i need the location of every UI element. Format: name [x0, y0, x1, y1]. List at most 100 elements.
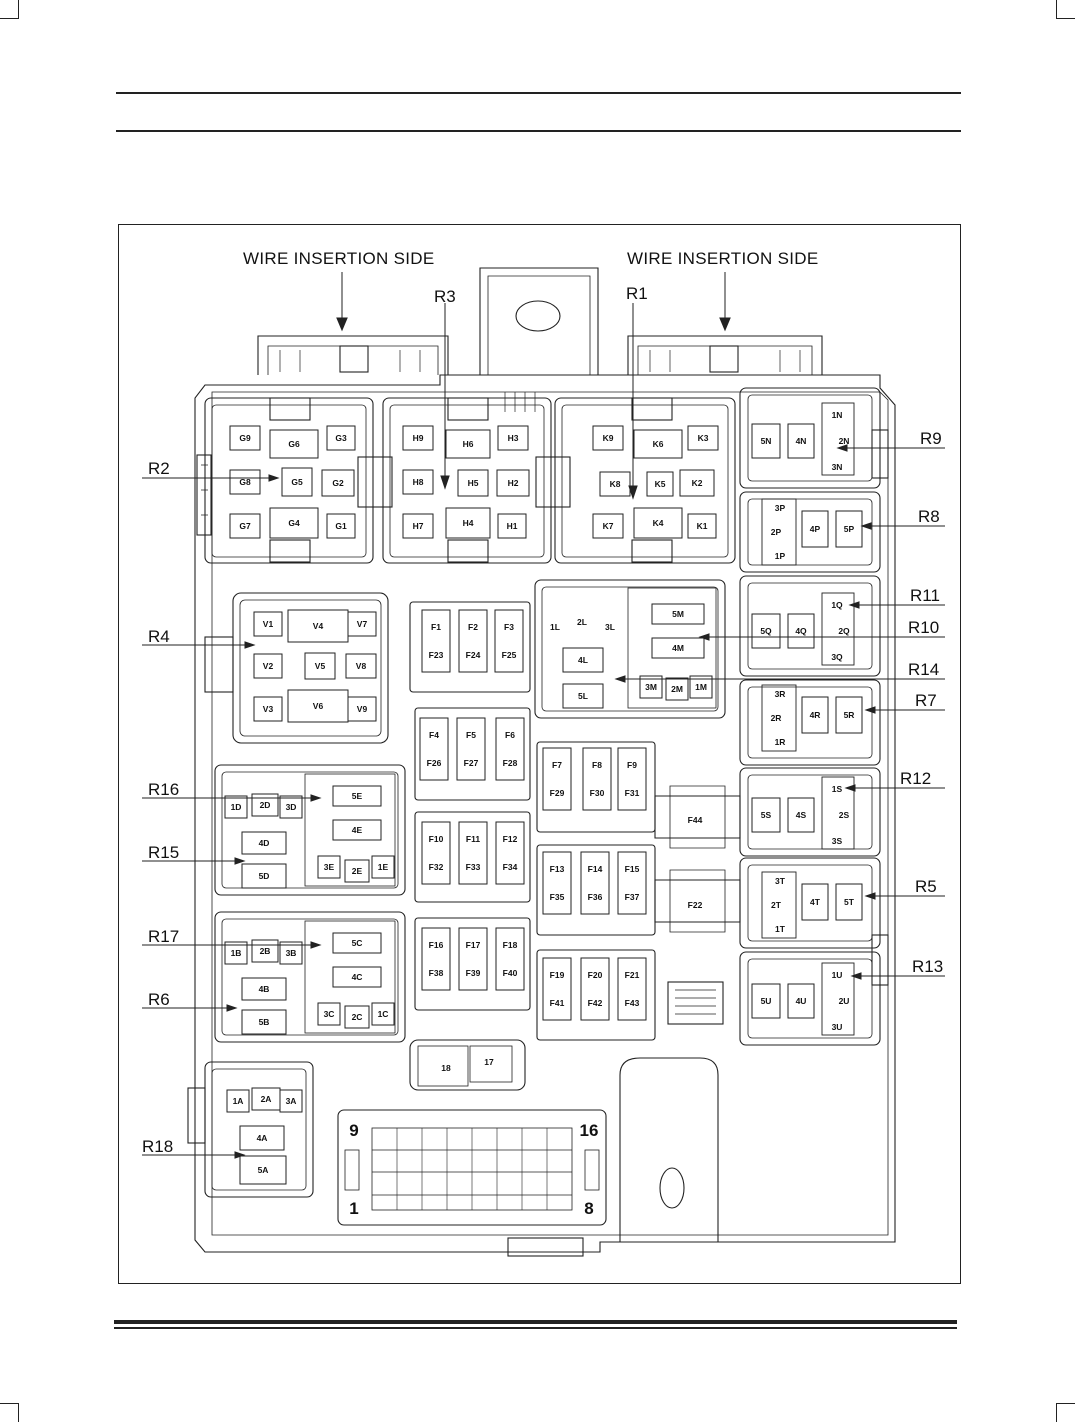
svg-text:G9: G9	[239, 433, 251, 443]
fuse-f31: F31	[625, 788, 640, 798]
fuse-f12: F12	[503, 834, 518, 844]
leader-arrow	[244, 641, 256, 649]
fuse-slot	[580, 851, 610, 915]
fuse-f40: F40	[503, 968, 518, 978]
fuse-f41: F41	[550, 998, 565, 1008]
svg-text:1B: 1B	[231, 948, 242, 958]
terminal-k5: K5	[646, 471, 674, 497]
relay-label-r8: R8	[918, 507, 940, 526]
svg-text:5E: 5E	[352, 791, 363, 801]
fuse-f21: F21	[625, 970, 640, 980]
relay-body	[821, 402, 855, 476]
fuse-slot	[495, 717, 525, 781]
terminal-2u: 2U	[839, 996, 850, 1006]
fuse-slot	[421, 821, 451, 885]
relay-label-r11: R11	[910, 586, 940, 605]
svg-text:V9: V9	[357, 704, 368, 714]
svg-text:5B: 5B	[259, 1017, 270, 1027]
terminal-v8: V8	[345, 653, 377, 679]
svg-text:4A: 4A	[257, 1133, 268, 1143]
fuse-slot	[582, 747, 612, 811]
terminal-5t: 5T	[835, 883, 863, 921]
leader-arrow	[614, 675, 626, 683]
svg-text:V2: V2	[263, 661, 274, 671]
svg-text:3D: 3D	[286, 802, 297, 812]
diagram-frame	[118, 224, 961, 1284]
terminal-5c: 5C	[332, 932, 382, 954]
terminal-2p: 2P	[771, 527, 782, 537]
footer-rule-thick	[114, 1320, 957, 1324]
fuse-f16: F16	[429, 940, 444, 950]
terminal-3n: 3N	[832, 462, 843, 472]
relay-body	[761, 498, 797, 566]
leader-arrow	[268, 474, 280, 482]
fuse-slot	[580, 957, 610, 1021]
relay-label-r17: R17	[148, 927, 179, 946]
fuse-f29: F29	[550, 788, 565, 798]
relay-body	[761, 871, 797, 939]
svg-text:4Q: 4Q	[795, 626, 807, 636]
fuse-slot	[421, 609, 451, 673]
svg-text:2C: 2C	[352, 1012, 363, 1022]
fuse-f13: F13	[550, 864, 565, 874]
svg-text:4M: 4M	[672, 643, 684, 653]
terminal-2t: 2T	[771, 900, 782, 910]
leader-arrow	[848, 601, 860, 609]
terminal-5r: 5R	[835, 696, 863, 734]
relay-label-r7: R7	[915, 691, 937, 710]
terminal-4e: 4E	[332, 819, 382, 841]
svg-text:2D: 2D	[260, 800, 271, 810]
terminal-3l: 3L	[605, 622, 615, 632]
terminal-1c: 1C	[371, 1002, 395, 1026]
fuse-slot	[542, 957, 572, 1021]
header-rule-bottom	[116, 130, 961, 132]
terminal-2d: 2D	[251, 793, 279, 817]
terminal-g4: G4	[269, 507, 319, 539]
svg-text:4B: 4B	[259, 984, 270, 994]
fuse-slot	[495, 821, 525, 885]
terminal-4n: 4N	[787, 423, 815, 459]
svg-text:5M: 5M	[672, 609, 684, 619]
terminal-5u: 5U	[751, 983, 781, 1019]
terminal-1t: 1T	[775, 924, 786, 934]
terminal-h6: H6	[445, 429, 491, 459]
svg-text:G8: G8	[239, 477, 251, 487]
fuse-f43: F43	[625, 998, 640, 1008]
svg-text:5N: 5N	[761, 436, 772, 446]
terminal-k6: K6	[633, 429, 683, 459]
fuse-slot	[458, 927, 488, 991]
fuse-f1: F1	[431, 622, 441, 632]
svg-text:V7: V7	[357, 619, 368, 629]
svg-text:4E: 4E	[352, 825, 363, 835]
svg-text:V1: V1	[263, 619, 274, 629]
svg-text:4U: 4U	[796, 996, 807, 1006]
svg-text:G6: G6	[288, 439, 300, 449]
terminal-1n: 1N	[832, 410, 843, 420]
fuse-f25: F25	[502, 650, 517, 660]
svg-text:H9: H9	[413, 433, 424, 443]
fuse-f19: F19	[550, 970, 565, 980]
svg-text:G7: G7	[239, 521, 251, 531]
terminal-5m: 5M	[651, 603, 705, 625]
crop-mark-top-left	[0, 0, 19, 19]
fuse-slot	[617, 957, 647, 1021]
svg-text:1D: 1D	[231, 802, 242, 812]
terminal-k3: K3	[687, 425, 719, 451]
terminal-h9: H9	[402, 425, 434, 451]
svg-text:H2: H2	[508, 478, 519, 488]
terminal-1m: 1M	[689, 675, 713, 699]
svg-text:K9: K9	[603, 433, 614, 443]
terminal-1d: 1D	[224, 795, 248, 819]
fuse-f33: F33	[466, 862, 481, 872]
svg-text:4N: 4N	[796, 436, 807, 446]
svg-text:K1: K1	[697, 521, 708, 531]
terminal-3t: 3T	[775, 876, 786, 886]
svg-text:5C: 5C	[352, 938, 363, 948]
fuse-f38: F38	[429, 968, 444, 978]
relay-body	[821, 962, 855, 1036]
fuse-slot	[458, 609, 488, 673]
fuse-f34: F34	[503, 862, 518, 872]
pin-1: 1	[349, 1199, 358, 1218]
svg-text:5Q: 5Q	[760, 626, 772, 636]
relay-label-r9: R9	[920, 429, 942, 448]
